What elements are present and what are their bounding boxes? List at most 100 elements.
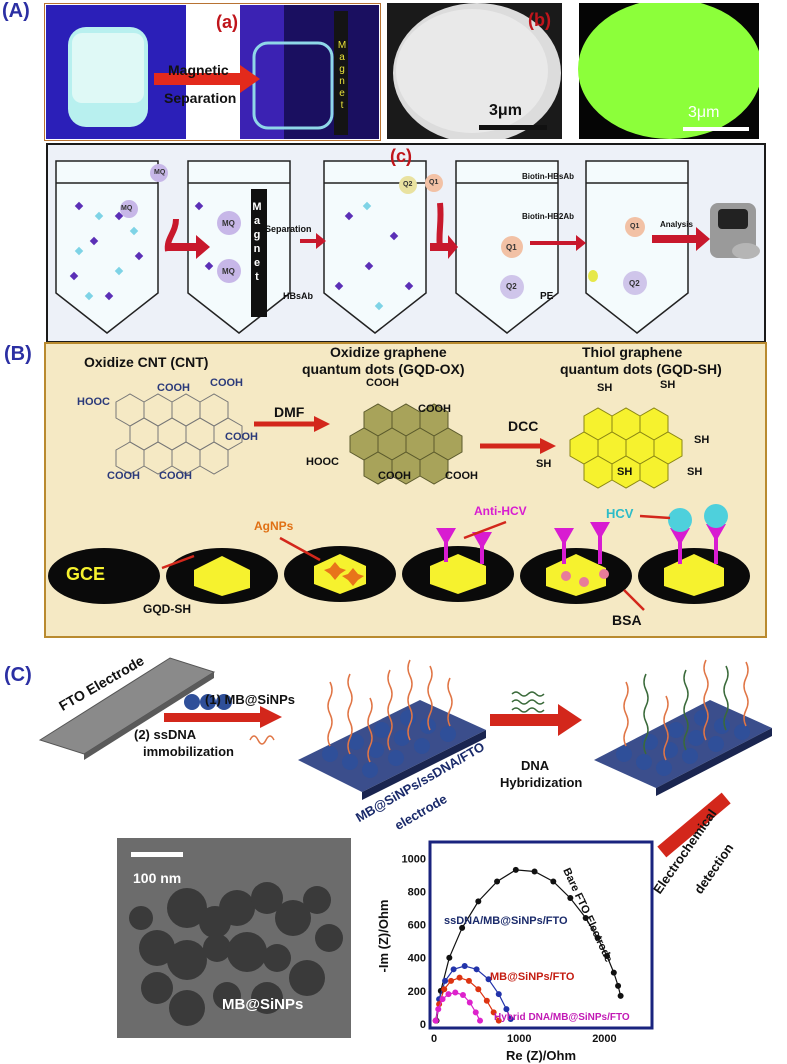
data-point [475,898,482,905]
data-point [448,977,455,984]
anti-hcv-label: Anti-HCV [474,504,527,518]
hbsab-label: HBsAb [283,291,314,301]
gqd-sh-lattice [569,407,683,489]
data-point [507,1016,514,1023]
section-b-panel [44,342,767,638]
data-point [512,866,519,873]
electrodes [48,504,750,604]
panel-c-label: (c) [390,146,412,166]
cooh-5: COOH [159,470,192,482]
data-point [490,1009,497,1016]
q1-label-1: Q1 [429,179,439,186]
data-point [477,1017,484,1024]
q1-label-2: Q1 [506,243,517,252]
data-point [439,996,446,1003]
section-label-b: (B) [4,343,32,365]
y-tick-label: 0 [420,1019,426,1031]
panel-b-label: (b) [528,10,551,30]
data-point [495,1017,502,1024]
data-point [442,977,449,984]
data-point [475,986,482,993]
sh-2: SH [660,379,676,391]
cooh-4: COOH [107,470,140,482]
section-label-c: (C) [4,664,32,686]
hybrid-electrode [594,659,772,796]
cooh-1: COOH [157,382,190,394]
sh-4: SH [536,458,552,470]
dna-label-1: DNA [521,758,550,773]
data-point [432,1017,439,1024]
biotin-hb2ab-label: Biotin-HB2Ab [522,212,574,221]
sh-5: SH [617,466,633,478]
ssdna-electrode [298,659,486,800]
data-point [435,1006,442,1013]
panel-a-photo [44,3,381,141]
data-point [567,895,574,902]
tube-2 [187,160,291,334]
magnetic-text: Magnetic [168,62,229,78]
dna-label-2: Hybridization [500,775,583,790]
scale-bar-sem: 3μm [489,102,522,119]
gqd-ox-title-1: Oxidize graphene [330,344,447,360]
x-tick-label: 0 [431,1033,437,1045]
data-point [610,969,617,976]
data-point [459,924,466,931]
cnt-title: Oxidize CNT (CNT) [84,354,209,370]
y-tick-label: 1000 [402,853,426,865]
mq-label-1: MQ [154,169,166,176]
cooh-8: COOH [378,470,411,482]
pe-label: PE [540,291,554,302]
q2-label-2: Q2 [506,282,517,291]
dcc-label: DCC [508,418,539,434]
gqd-sh-title-1: Thiol graphene [582,344,683,360]
data-point [472,1009,479,1016]
data-point [466,999,473,1006]
tem-scale-label: 100 nm [133,870,182,886]
q1-label-3: Q1 [630,223,640,230]
y-tick-label: 600 [408,920,426,932]
hooc-2: HOOC [306,456,339,468]
hybridization-arrow [490,691,582,736]
mq-label-2: MQ [121,205,133,212]
sh-1: SH [597,382,613,394]
q2-label-1: Q2 [403,181,413,188]
data-point [495,991,502,998]
series-label: MB@SiNPs/FTO [490,971,575,983]
data-point [582,914,589,921]
cnt-lattice [115,393,243,475]
x-tick-label: 2000 [592,1033,616,1045]
step-arrow-1 [164,694,282,745]
data-point [446,954,453,961]
data-point [459,992,466,998]
tem-image [117,838,351,1038]
fto-electrode [38,657,216,760]
series-label: ssDNA/MB@SiNPs/FTO [444,915,568,927]
step2-label-2: immobilization [143,744,234,759]
data-point [617,992,624,999]
y-tick-label: 200 [408,986,426,998]
data-point [465,977,472,984]
dmf-label: DMF [274,404,305,420]
data-point [441,986,448,993]
data-point [603,953,610,960]
y-tick-label: 800 [408,886,426,898]
biotin-hbsab-label: Biotin-HBsAb [522,172,574,181]
data-point [445,991,452,998]
cooh-6: COOH [366,377,399,389]
data-point [550,878,557,885]
x-tick-label: 1000 [507,1033,531,1045]
cooh-2: COOH [210,377,243,389]
gqd-ox-lattice [349,403,463,485]
gce-label: GCE [66,564,106,584]
bsa-label: BSA [612,612,642,628]
data-point [485,976,492,983]
sh-6: SH [687,466,703,478]
series-line [436,869,622,1021]
agnps-label: AgNPs [254,519,294,533]
panel-b-images [387,3,759,139]
mq-label-3: MQ [222,219,235,228]
analysis-label: Analysis [660,220,693,229]
scale-bar-fluor: 3μm [688,104,720,121]
